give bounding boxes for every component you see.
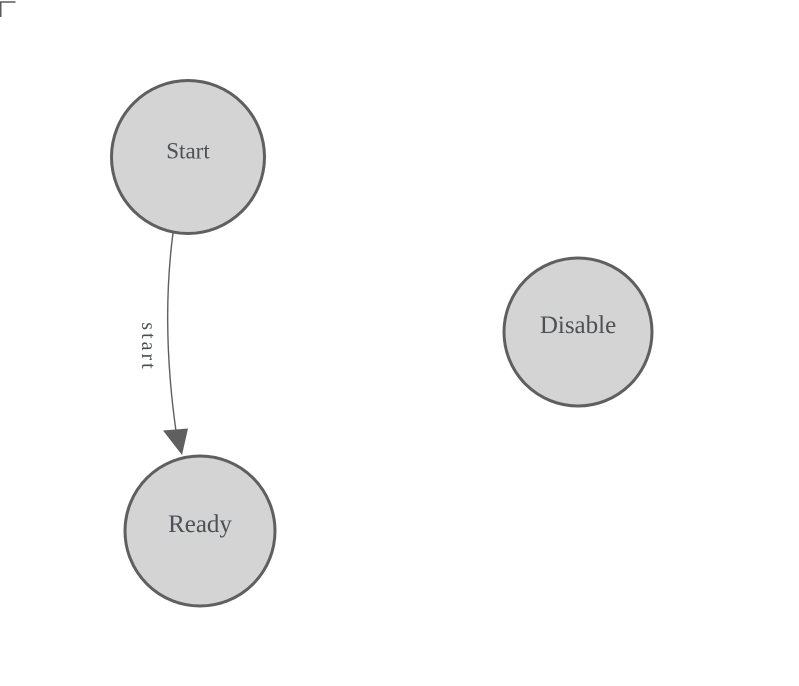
transition-edge-group: start: [137, 232, 188, 455]
transition-edge[interactable]: [166, 232, 177, 432]
state-node-start-group: Start: [110, 79, 266, 235]
canvas-frame-corner: [0, 1, 16, 17]
state-label-ready: Ready: [168, 511, 232, 538]
state-node-start[interactable]: [110, 79, 266, 235]
state-node-ready[interactable]: [123, 454, 277, 608]
state-node-ready-group: Ready: [123, 454, 277, 608]
state-node-disable[interactable]: [502, 256, 654, 408]
transition-label[interactable]: start: [137, 322, 159, 371]
arrowhead-icon: [163, 428, 188, 455]
state-node-disable-group: Disable: [502, 256, 654, 408]
state-label-start: Start: [166, 139, 210, 164]
state-label-disable: Disable: [540, 312, 616, 339]
